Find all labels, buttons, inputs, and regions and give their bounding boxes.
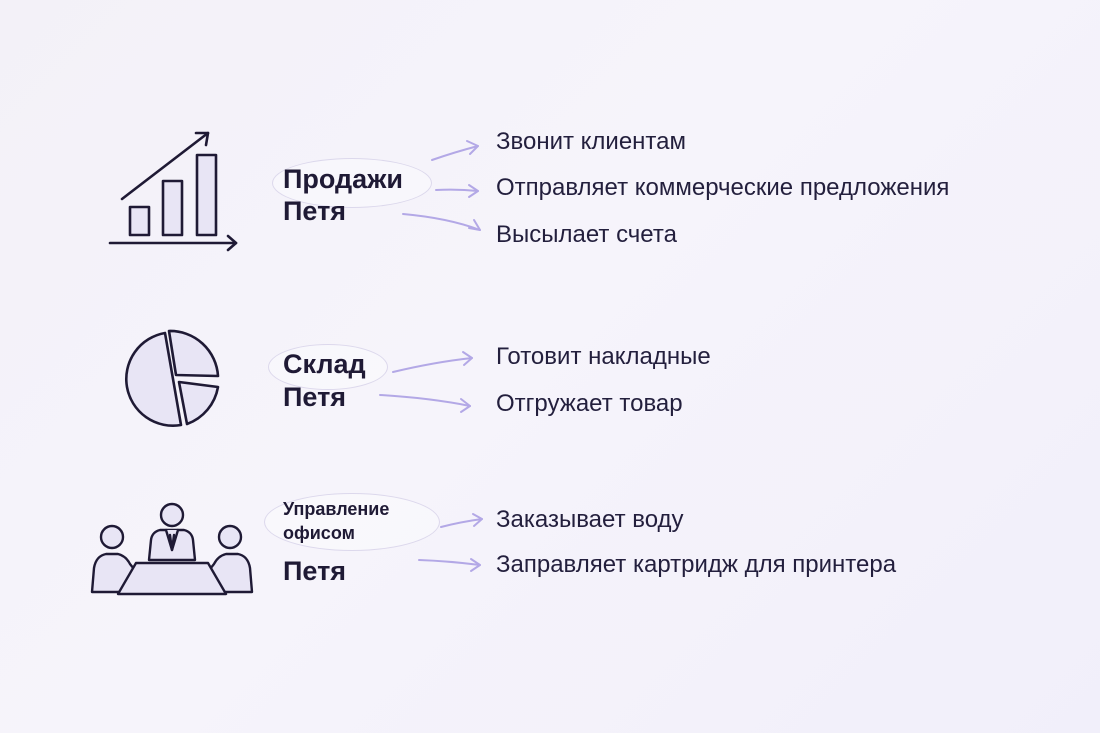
arrowhead [468,184,479,198]
arrow [440,518,483,528]
arrow [418,559,481,566]
person-name: Петя [283,556,347,586]
arrowhead [472,513,483,527]
role-title-office-line2: офисом [283,523,355,543]
arrow [435,188,479,192]
task-item: Заказывает воду [496,506,684,533]
role-highlight [272,158,432,208]
task-item: Высылает счета [496,221,677,248]
bar-chart-growth-icon [108,131,238,252]
task-item: Готовит накладные [496,343,711,370]
role-title-sales: Продажи [283,164,403,194]
task-item: Отправляет коммерческие предложения [496,174,950,201]
role-highlight [268,344,388,390]
task-item: Заправляет картридж для принтера [496,551,897,578]
person-name: Петя [283,382,347,412]
pie-chart-icon [125,329,220,427]
meeting-people-icon [90,502,254,596]
person-name: Петя [283,196,347,226]
arrowhead [462,351,473,366]
arrow [431,145,479,161]
task-item: Отгружает товар [496,390,683,417]
role-highlight [264,493,440,551]
task-item: Звонит клиентам [496,128,686,155]
arrowhead [470,558,481,572]
arrowhead [460,398,471,413]
role-title-office-line1: Управление [283,499,390,519]
role-title-warehouse: Склад [283,349,366,379]
arrowhead [468,219,481,231]
arrow [392,357,473,373]
arrowhead [466,140,479,155]
arrow [402,213,481,231]
arrow [379,394,471,407]
